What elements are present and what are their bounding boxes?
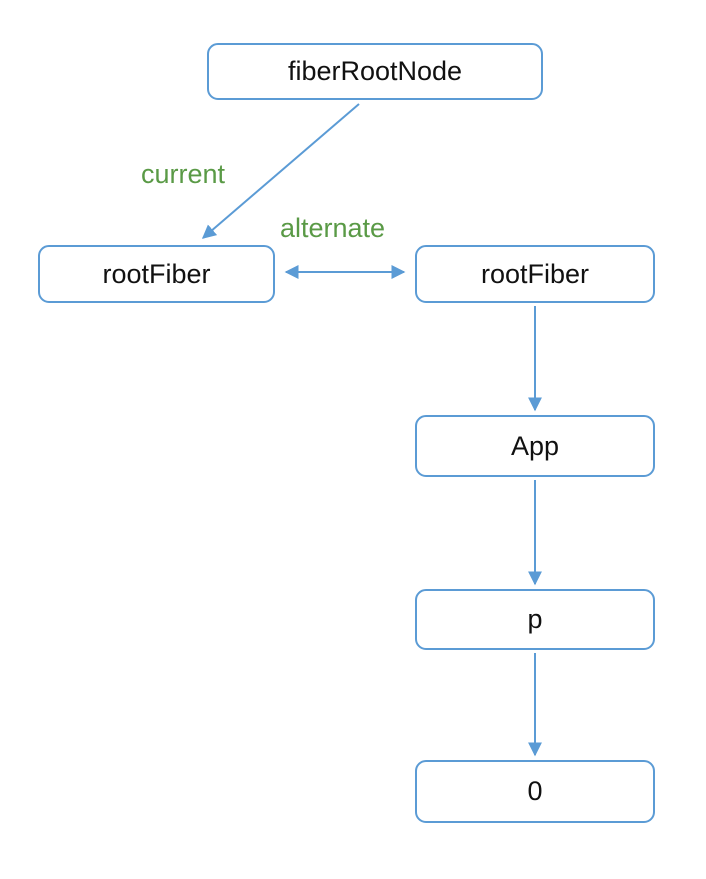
edge-label-alternate: alternate [280,213,386,243]
node-label: rootFiber [480,258,590,289]
node-p: p [415,589,655,650]
edge-label-current: current [141,159,226,189]
node-label: rootFiber [102,258,211,289]
node-fiber-root-node: fiberRootNode [207,43,543,100]
node-label: fiberRootNode [287,56,463,86]
node-app: App [415,415,655,477]
node-label: p [527,604,543,634]
node-label: App [510,430,560,461]
node-zero: 0 [415,760,655,823]
node-label: 0 [527,776,543,806]
edge-current-arrow [201,103,360,239]
node-root-fiber-current: rootFiber [38,245,275,303]
node-root-fiber-alternate: rootFiber [415,245,655,303]
